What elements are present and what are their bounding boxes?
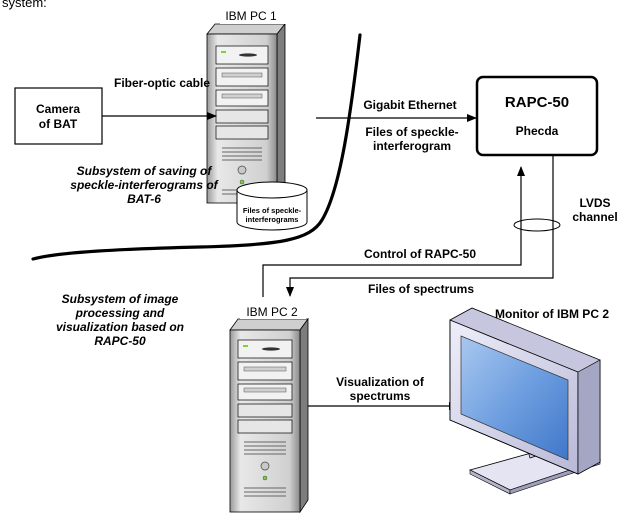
saving-line-3: BAT-6: [127, 192, 161, 206]
processing-line-3: visualization based on: [56, 320, 184, 334]
header-fragment: system:: [2, 0, 47, 10]
pc2-tower: [229, 317, 309, 514]
camera-label-2: of BAT: [39, 117, 78, 131]
files-speckle-label-1: Files of speckle-: [365, 125, 458, 139]
spectrums-arrow: [286, 155, 554, 297]
files-speckle-label-2: interferogram: [373, 139, 451, 153]
lvds-label-2: channel: [572, 210, 617, 224]
storage-label-1: Files of speckle-: [243, 206, 302, 215]
gigabit-label: Gigabit Ethernet: [363, 98, 456, 112]
visualization-label-2: spectrums: [350, 389, 411, 403]
control-label: Control of RAPC-50: [364, 247, 476, 261]
storage-cylinder: Files of speckle- interferograms: [236, 181, 308, 231]
storage-label-2: interferograms: [246, 215, 299, 224]
fiber-label: Fiber-optic cable: [114, 76, 210, 90]
control-arrow: [262, 166, 525, 297]
visualization-label-1: Visualization of: [336, 375, 425, 389]
rapc-name: RAPC-50: [505, 94, 569, 111]
processing-line-1: Subsystem of image: [62, 292, 179, 306]
camera-label-1: Camera: [36, 102, 80, 116]
saving-line-2: speckle-interferograms of: [70, 178, 218, 192]
pc2-title: IBM PC 2: [246, 305, 298, 319]
rapc-box: [475, 75, 599, 157]
processing-line-2: processing and: [75, 306, 165, 320]
pc1-tower: [206, 22, 286, 205]
monitor-label: Monitor of IBM PC 2: [495, 307, 609, 321]
lvds-ellipse: [513, 218, 561, 232]
lvds-label-1: LVDS: [579, 196, 610, 210]
rapc-sub: Phecda: [516, 124, 559, 138]
spectrums-label: Files of spectrums: [368, 282, 474, 296]
pc1-title: IBM PC 1: [225, 9, 277, 23]
camera-box: [14, 87, 103, 145]
monitor-icon: [449, 307, 602, 495]
subsystem-divider: [31, 33, 362, 261]
saving-line-1: Subsystem of saving of: [77, 164, 213, 178]
processing-line-4: RAPC-50: [94, 334, 146, 348]
